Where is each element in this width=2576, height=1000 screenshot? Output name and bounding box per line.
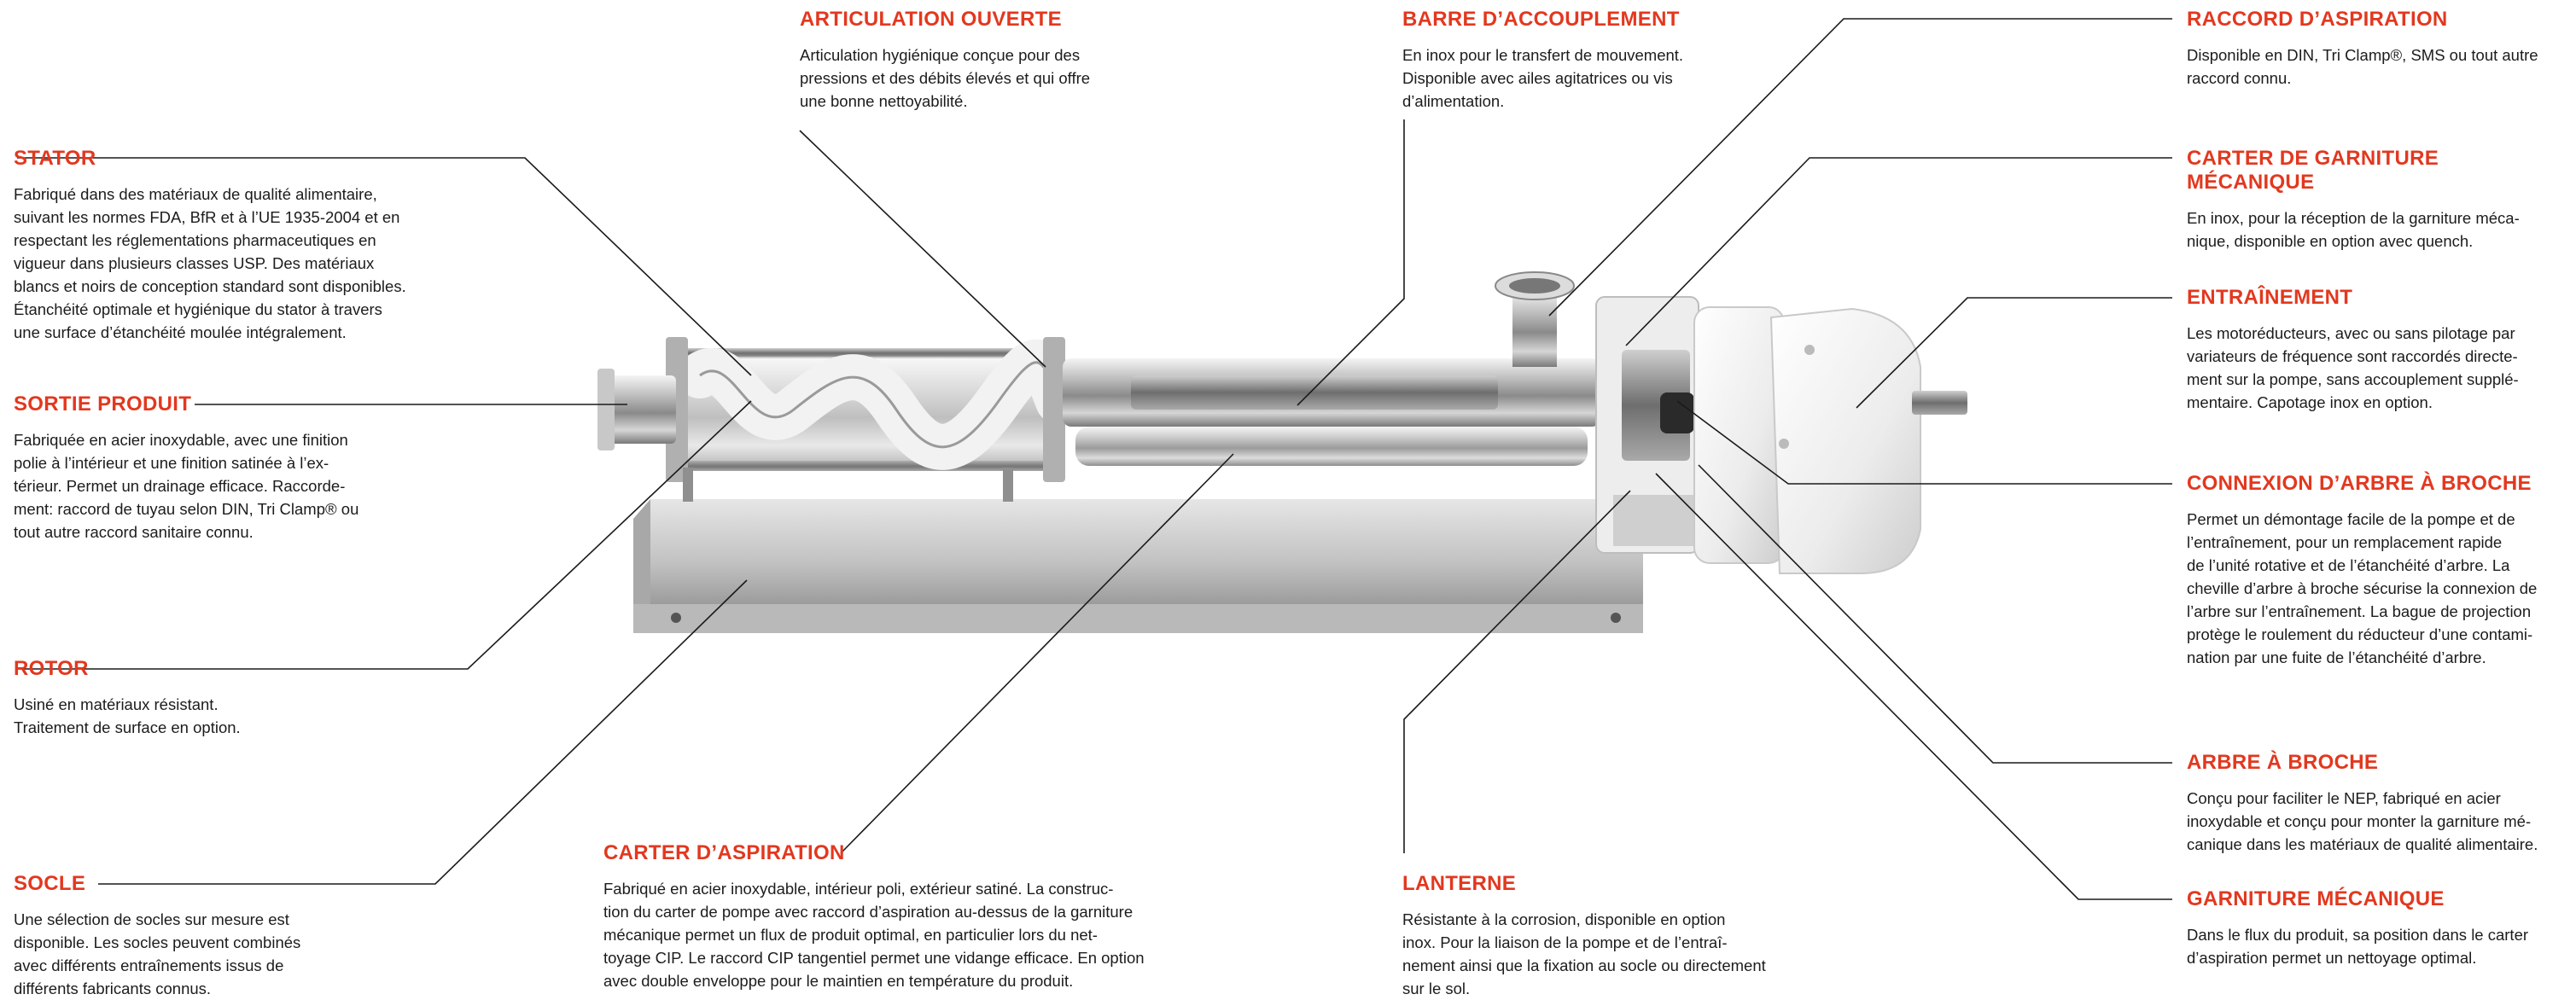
callout-rotor: ROTOR Usiné en matériaux résistant. Trai… <box>14 657 492 739</box>
callout-body: En inox pour le transfert de mouvement. … <box>1402 46 1684 110</box>
callout-carter-aspiration: CARTER D’ASPIRATION Fabriqué en acier in… <box>603 841 1338 992</box>
callout-title: ROTOR <box>14 657 89 680</box>
callout-title: BARRE D’ACCOUPLEMENT <box>1402 8 1680 31</box>
callout-body: Une sélection de socles sur mesure est d… <box>14 910 301 997</box>
callout-arbre-broche: ARBRE À BROCHE Conçu pour faciliter le N… <box>2187 751 2571 856</box>
callout-title: RACCORD D’ASPIRATION <box>2187 8 2448 31</box>
callout-body: Dans le flux du produit, sa position dan… <box>2187 926 2529 967</box>
callout-body: Résistante à la corrosion, disponible en… <box>1402 910 1766 997</box>
callout-title: CARTER DE GARNITURE MÉCANIQUE <box>2187 147 2439 194</box>
callout-body: Conçu pour faciliter le NEP, fabriqué en… <box>2187 789 2538 853</box>
leader-lines <box>17 18 2172 900</box>
leader-carter-aspiration <box>840 453 1234 854</box>
callout-body: Usiné en matériaux résistant. Traitement… <box>14 695 241 736</box>
callout-body: Les motoréducteurs, avec ou sans pilotag… <box>2187 324 2519 411</box>
callout-body: Fabriqué en acier inoxydable, intérieur … <box>603 880 1145 990</box>
callout-lanterne: LANTERNE Résistante à la corrosion, disp… <box>1402 872 1880 1000</box>
suction-housing-illustration <box>1063 358 1600 466</box>
callout-body: En inox, pour la réception de la garnitu… <box>2187 209 2520 250</box>
leader-socle <box>98 579 748 885</box>
leader-entrainement <box>1856 297 2172 409</box>
callout-title: ENTRAÎNEMENT <box>2187 286 2353 309</box>
callout-body: Permet un démontage facile de la pompe e… <box>2187 510 2538 666</box>
drive-illustration <box>1693 306 1967 574</box>
leader-articulation <box>799 130 1046 368</box>
leader-lanterne <box>1403 490 1631 853</box>
callout-articulation-ouverte: ARTICULATION OUVERTE Articulation hygién… <box>800 8 1278 113</box>
stator-illustration <box>666 337 1081 502</box>
callout-barre-accouplement: BARRE D’ACCOUPLEMENT En inox pour le tra… <box>1402 8 1880 113</box>
callout-sortie-produit: SORTIE PRODUIT Fabriquée en acier inoxyd… <box>14 392 492 544</box>
callout-connexion-arbre: CONNEXION D’ARBRE À BROCHE Permet un dém… <box>2187 472 2571 669</box>
callout-title: CONNEXION D’ARBRE À BROCHE <box>2187 472 2532 495</box>
base-illustration <box>633 499 1643 633</box>
callout-carter-garniture: CARTER DE GARNITURE MÉCANIQUE En inox, p… <box>2187 147 2571 253</box>
callout-title: CARTER D’ASPIRATION <box>603 841 845 864</box>
callout-title: ARBRE À BROCHE <box>2187 751 2379 774</box>
callout-entrainement: ENTRAÎNEMENT Les motoréducteurs, avec ou… <box>2187 286 2571 414</box>
callout-title: STATOR <box>14 147 96 170</box>
callout-title: SOCLE <box>14 872 86 895</box>
callout-stator: STATOR Fabriqué dans des matériaux de qu… <box>14 147 492 344</box>
callout-body: Fabriquée en acier inoxydable, avec une … <box>14 431 359 541</box>
leader-garniture <box>1655 473 2172 900</box>
callout-title: GARNITURE MÉCANIQUE <box>2187 887 2445 910</box>
leader-barre <box>1297 119 1405 406</box>
leader-rotor <box>17 400 752 670</box>
callout-title: ARTICULATION OUVERTE <box>800 8 1062 31</box>
callout-body: Fabriqué dans des matériaux de qualité a… <box>14 185 406 341</box>
callout-title: SORTIE PRODUIT <box>14 392 192 416</box>
callout-raccord-aspiration: RACCORD D’ASPIRATION Disponible en DIN, … <box>2187 8 2571 90</box>
callout-body: Articulation hygiénique conçue pour des … <box>800 46 1091 110</box>
callout-socle: SOCLE Une sélection de socles sur mesure… <box>14 872 492 1000</box>
leader-arbre <box>1698 464 2172 764</box>
leader-stator <box>17 157 752 376</box>
leader-connexion <box>1676 400 2172 485</box>
leader-raccord <box>1548 18 2172 317</box>
outlet-illustration <box>597 369 676 451</box>
leader-carter-garniture <box>1625 157 2172 346</box>
lantern-illustration <box>1595 296 1699 554</box>
callout-body: Disponible en DIN, Tri Clamp®, SMS ou to… <box>2187 46 2538 87</box>
callout-title: LANTERNE <box>1402 872 1517 895</box>
callout-garniture-mecanique: GARNITURE MÉCANIQUE Dans le flux du prod… <box>2187 887 2571 969</box>
suction-connection-illustration <box>1495 271 1575 367</box>
